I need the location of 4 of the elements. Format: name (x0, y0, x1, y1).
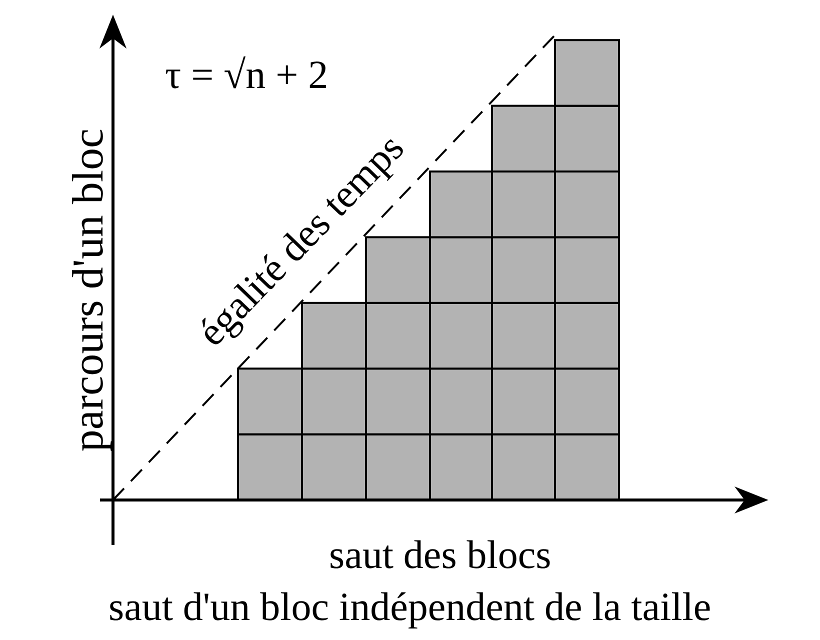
x-axis-label: saut des blocs (329, 535, 552, 575)
note: saut d'un bloc indépendent de la taille (108, 587, 712, 627)
y-axis-label: parcours d'un bloc (66, 128, 110, 452)
formula: τ = √n + 2 (165, 55, 328, 95)
